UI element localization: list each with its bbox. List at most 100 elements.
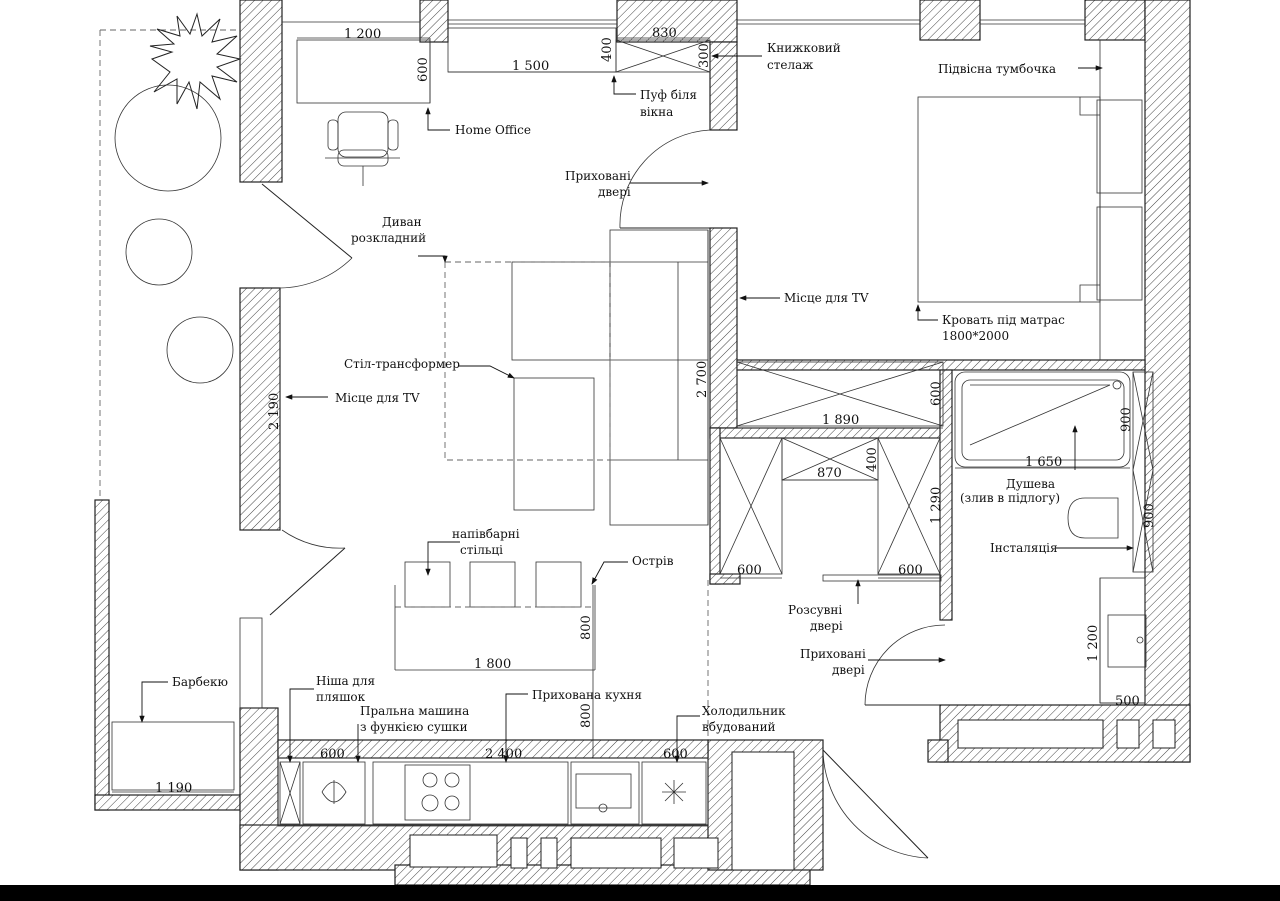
dim-600-right-wardrobe: 600 xyxy=(898,563,923,578)
label-bookshelf-1: Книжковий xyxy=(767,41,841,55)
label-hidden-door-bottom-2: двері xyxy=(832,663,865,677)
cooktop xyxy=(404,764,471,821)
wardrobe-left xyxy=(719,437,783,575)
dim-1890: 1 890 xyxy=(822,413,859,428)
door-hidden-bath xyxy=(864,624,946,706)
dim-1290: 1 290 xyxy=(929,487,944,524)
snowflake-icon xyxy=(662,780,686,804)
kitchen-counter xyxy=(277,757,709,827)
dim-600-washer: 600 xyxy=(320,747,345,762)
desk xyxy=(296,39,431,104)
wall-balcony-bottom xyxy=(94,794,241,811)
dim-1190: 1 190 xyxy=(155,781,192,796)
sofa-ottoman xyxy=(511,261,611,361)
bottom-black-bar xyxy=(0,885,1280,901)
label-washer-2: з функією сушки xyxy=(360,720,468,734)
dim-2190: 2 190 xyxy=(267,393,282,430)
built-in-fridge xyxy=(641,761,707,825)
wall-wardrobe-left xyxy=(709,427,721,585)
dim-830: 830 xyxy=(652,26,677,41)
label-transformer-table: Стіл-трансформер xyxy=(344,357,460,371)
living-room xyxy=(394,229,709,740)
label-tv-place-right: Місце для TV xyxy=(784,291,869,305)
label-bookshelf-2: стелаж xyxy=(767,58,813,72)
wall-wardrobe-bottom xyxy=(709,573,741,585)
dim-300: 300 xyxy=(697,43,712,68)
burner-icon xyxy=(421,794,439,812)
toilet xyxy=(1067,497,1119,539)
dim-800-kitchen: 800 xyxy=(579,703,594,728)
hidden-kitchen-block xyxy=(372,761,569,825)
dim-800-island: 800 xyxy=(579,615,594,640)
wall-openings xyxy=(409,719,1176,871)
label-hanging-nightstand: Підвісна тумбочка xyxy=(938,62,1056,76)
wall-top-col-2b xyxy=(709,41,738,131)
dim-1500: 1 500 xyxy=(512,59,549,74)
sliding-door-track xyxy=(822,574,942,582)
label-tv-place-left: Місце для TV xyxy=(335,391,420,405)
office-chair-icon xyxy=(325,111,400,186)
label-pouf-2: вікна xyxy=(640,105,673,119)
bar-stool-3 xyxy=(535,561,582,608)
label-home-office: Home Office xyxy=(455,123,531,137)
wall-bath-top xyxy=(736,359,1146,371)
annotations: Home Office Книжковий стелаж Підвісна ту… xyxy=(172,41,1065,734)
burner-icon xyxy=(444,772,460,788)
dim-1200-top: 1 200 xyxy=(344,27,381,42)
kitchen xyxy=(277,757,709,827)
washer-drum-icon xyxy=(321,780,347,804)
label-hidden-door-bottom-1: Приховані xyxy=(800,647,866,661)
label-fridge-2: вбудований xyxy=(702,720,776,734)
wall-top-col-1 xyxy=(419,0,449,43)
annotation-arrows xyxy=(139,53,1134,763)
label-pouf-1: Пуф біля xyxy=(640,88,697,102)
bookshelf xyxy=(615,39,711,73)
shower-head-icon xyxy=(1112,380,1122,390)
label-washer-1: Пральна машина xyxy=(360,704,469,718)
bar-stool-2 xyxy=(469,561,516,608)
dim-400-shelf: 400 xyxy=(600,37,615,62)
wardrobe-right xyxy=(877,437,941,575)
door-entrance xyxy=(822,749,929,859)
bath-sink xyxy=(1107,614,1147,668)
dim-400-mid: 400 xyxy=(865,447,880,472)
dimension-lines xyxy=(112,37,1145,793)
label-shower-2: (злив в підлогу) xyxy=(960,491,1060,505)
nightstand-2 xyxy=(1096,206,1143,301)
kitchen-sink-unit xyxy=(570,761,640,825)
dim-600-wardrobe: 600 xyxy=(929,381,944,406)
label-hidden-kitchen: Прихована кухня xyxy=(532,688,642,702)
wall-wardrobe-top xyxy=(709,427,951,439)
dim-500: 500 xyxy=(1115,694,1140,709)
balcony xyxy=(99,12,242,791)
vanity xyxy=(1099,577,1146,704)
label-bar-stools-2: стільці xyxy=(460,543,503,557)
burner-icon xyxy=(422,772,438,788)
bedroom xyxy=(736,40,1143,427)
label-fridge-1: Холодильник xyxy=(702,704,786,718)
faucet-icon xyxy=(598,803,608,813)
balcony-stool-2 xyxy=(166,316,234,384)
dim-900-wc: 900 xyxy=(1142,503,1157,528)
wall-left-upper xyxy=(239,0,283,183)
balcony-stool-1 xyxy=(125,218,193,286)
dim-1200-sink: 1 200 xyxy=(1086,625,1101,662)
wall-top-col-2 xyxy=(616,0,738,43)
nightstand-1 xyxy=(1096,99,1143,194)
wall-top-col-4 xyxy=(1084,0,1146,41)
home-office xyxy=(296,27,711,186)
label-installation: Інсталяція xyxy=(990,541,1058,555)
dim-600-desk: 600 xyxy=(416,57,431,82)
wall-top-col-3 xyxy=(919,0,981,41)
washing-machine xyxy=(302,761,366,825)
door-hidden-top xyxy=(619,129,711,229)
dimension-labels: 1 200 600 1 500 400 830 300 2 190 2 700 … xyxy=(155,26,1157,796)
dim-1650: 1 650 xyxy=(1025,455,1062,470)
balcony-table xyxy=(114,84,222,192)
label-island: Острів xyxy=(632,554,674,568)
walls xyxy=(94,0,1191,885)
label-bar-stools-1: напівбарні xyxy=(452,527,520,541)
label-sofa-1: Диван xyxy=(382,215,422,229)
burner-icon xyxy=(444,795,460,811)
